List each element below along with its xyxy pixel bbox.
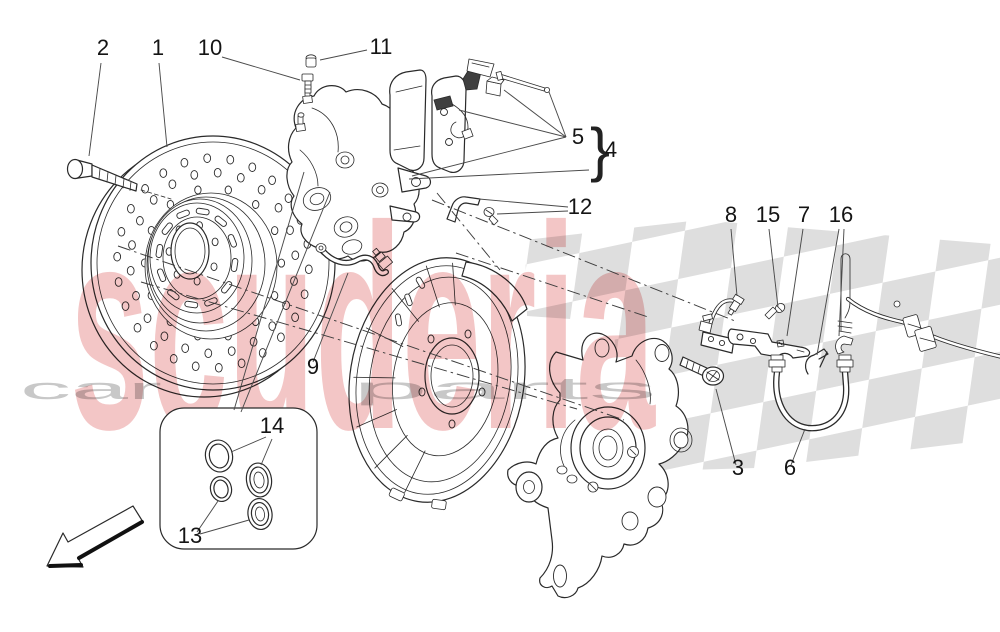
hose-ferrule <box>768 354 854 373</box>
caliper-piston <box>333 216 359 238</box>
assembly-axes <box>117 192 736 421</box>
bracket-screw <box>764 303 786 320</box>
hose-fitting <box>372 247 393 271</box>
callout-14: 14 <box>260 413 284 438</box>
shield-top-flange <box>461 261 528 322</box>
dust-seal <box>245 462 273 531</box>
brake-hose <box>768 354 854 432</box>
disc-drilled-holes <box>113 153 313 373</box>
hub-center-bore <box>170 222 210 280</box>
callout-15: 15 <box>756 202 780 227</box>
callout-13: 13 <box>178 523 202 548</box>
callout-1: 1 <box>152 35 164 60</box>
callout-10: 10 <box>198 35 222 60</box>
caliper-piston <box>302 187 332 211</box>
brake-pads <box>389 58 551 173</box>
pipe-union <box>727 293 745 316</box>
caliper-hose <box>315 243 393 277</box>
callout-8: 8 <box>725 202 737 227</box>
piston-seal <box>204 439 234 503</box>
callout-4: 4 <box>605 137 617 162</box>
hose-bracket-assembly <box>698 253 1000 432</box>
watermark-sub-right: parts <box>352 371 657 406</box>
cable-clip <box>914 326 937 352</box>
callout-5: 5 <box>572 124 584 149</box>
item-4-brace: } <box>590 116 610 183</box>
sensor-wire-loop <box>840 253 851 332</box>
direction-arrow-icon <box>46 505 144 568</box>
callout-2: 2 <box>97 35 109 60</box>
callout-7: 7 <box>798 202 810 227</box>
abs-sensor-cable <box>845 296 1000 359</box>
watermark: scuderia car parts <box>20 166 657 490</box>
pad-retaining-pin <box>495 70 551 94</box>
callout-9: 9 <box>307 354 319 379</box>
fork-clip <box>804 348 829 375</box>
fork-clip <box>835 335 854 355</box>
dust-shield <box>348 257 528 511</box>
caliper-fixing-bolt <box>679 356 725 386</box>
callout-3: 3 <box>732 455 744 480</box>
wheel-knuckle <box>507 332 693 599</box>
hub-vent-slots <box>155 207 239 309</box>
callout-11: 11 <box>370 34 393 59</box>
leader-lines <box>88 49 845 535</box>
bleed-screw-and-cap <box>301 54 317 94</box>
disc-fixing-bolt <box>66 158 172 200</box>
pad-wear-sensor <box>433 95 454 111</box>
callout-16: 16 <box>829 202 853 227</box>
callout-6: 6 <box>784 455 796 480</box>
watermark-sub-left: car <box>20 371 162 406</box>
brake-disc <box>81 135 336 398</box>
callout-labels: 2 1 10 11 54 12 8 15 7 16 9 3 6 14 13 <box>97 34 853 548</box>
seal-kit-box <box>159 407 318 550</box>
callout-12: 12 <box>568 194 592 219</box>
